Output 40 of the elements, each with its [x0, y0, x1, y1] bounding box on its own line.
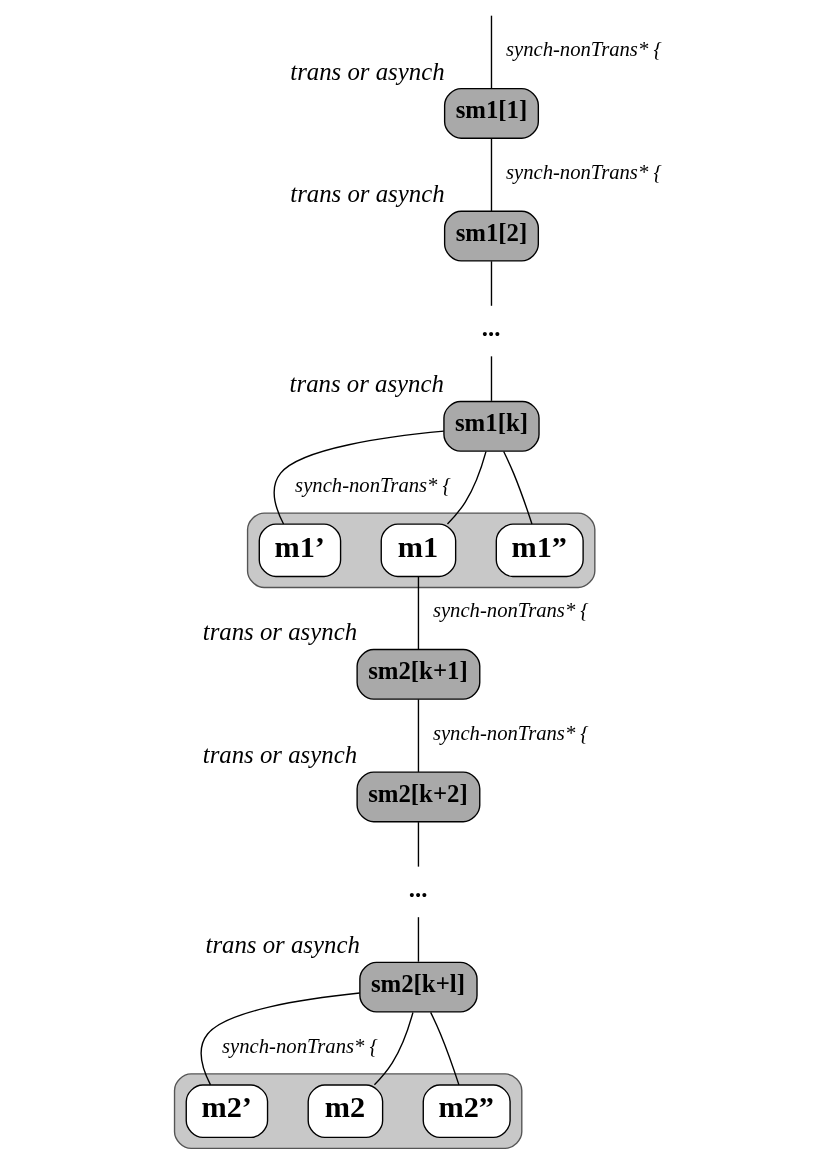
node-text: ...: [408, 874, 428, 902]
connector: [490, 15, 493, 90]
node-box: sm1[2]: [443, 210, 540, 262]
node-label: trans or asynch: [290, 180, 445, 208]
connector: [200, 992, 361, 1086]
node-label: trans or asynch: [290, 57, 445, 85]
node-box: m1’: [258, 523, 342, 578]
connector: [490, 355, 493, 402]
connector: [490, 137, 493, 212]
edge-label: synch-nonTrans* {: [432, 599, 589, 622]
node-box: m1: [380, 523, 457, 578]
edge-label: synch-nonTrans* {: [432, 721, 589, 744]
node-box: sm2[k+1]: [356, 648, 481, 700]
node-box: sm2[k+2]: [356, 771, 481, 823]
cluster: [246, 512, 596, 589]
connector: [503, 450, 533, 525]
edge-label: synch-nonTrans* {: [295, 473, 451, 496]
connector: [490, 260, 493, 307]
node-box: m1”: [495, 523, 584, 578]
connector: [273, 430, 445, 525]
node-label: trans or asynch: [202, 741, 358, 769]
node-box: sm2[k+l]: [359, 961, 478, 1013]
node-box: m2’: [185, 1084, 269, 1138]
edge-label: synch-nonTrans* {: [505, 38, 662, 61]
connector: [417, 821, 420, 868]
cluster: [173, 1073, 523, 1150]
connector: [429, 1011, 460, 1086]
edge-label: synch-nonTrans* {: [505, 160, 662, 183]
node-box: sm1[1]: [443, 87, 540, 139]
node-label: trans or asynch: [202, 618, 358, 646]
edge-label: synch-nonTrans* {: [222, 1034, 378, 1057]
connector: [417, 698, 420, 773]
node-text: ...: [481, 313, 501, 341]
node-box: m2: [307, 1084, 384, 1138]
node-box: m2”: [422, 1084, 511, 1138]
connector: [417, 916, 420, 963]
connector: [417, 576, 420, 651]
node-label: trans or asynch: [289, 370, 444, 398]
node-label: trans or asynch: [205, 931, 360, 959]
node-box: sm1[k]: [443, 400, 540, 452]
